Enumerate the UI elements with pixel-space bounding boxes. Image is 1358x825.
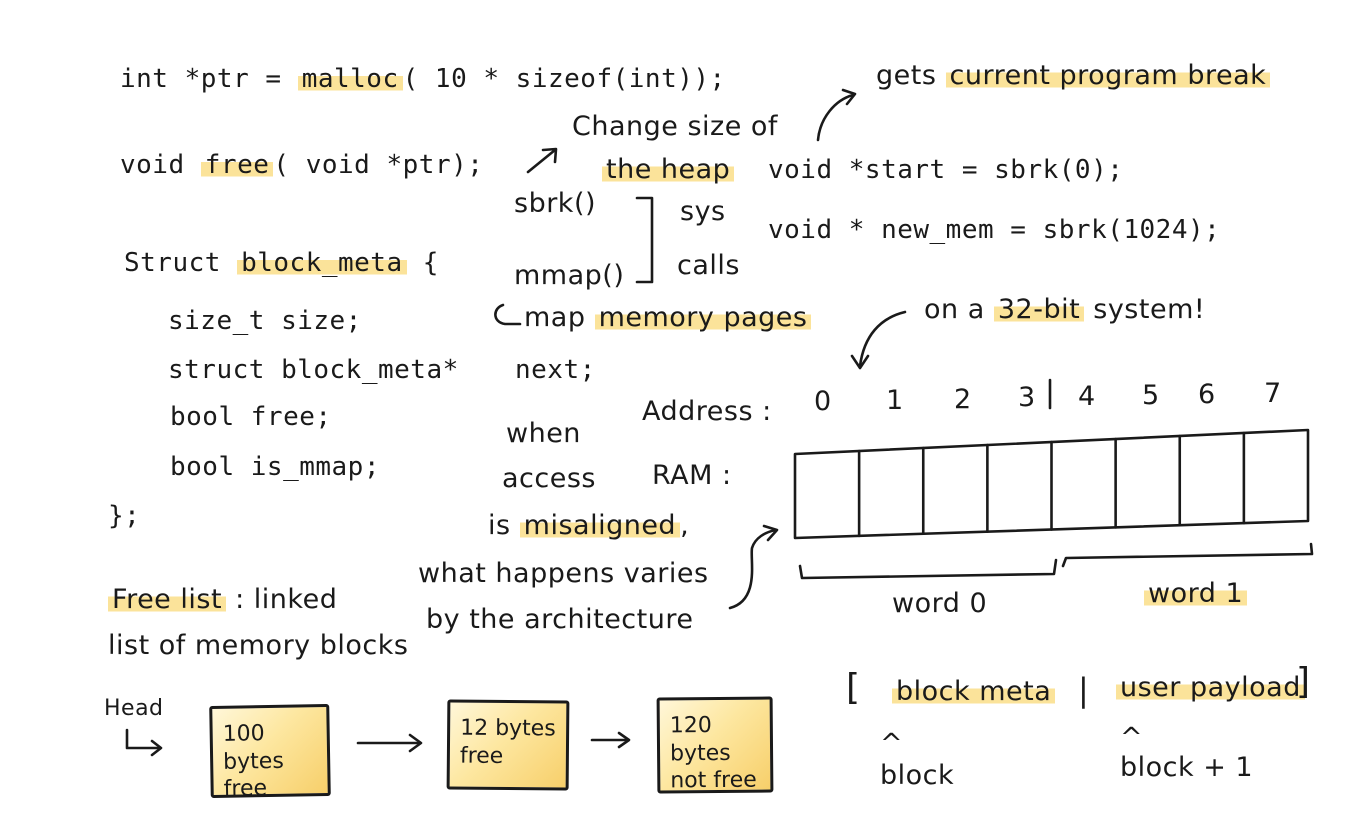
malloc-post: ( 10 * sizeof(int)); (402, 64, 726, 94)
malloc-fn: malloc (297, 64, 403, 94)
field-is-mmap: bool is_mmap; (170, 452, 380, 482)
free-block-2-status: free (459, 743, 504, 769)
free-list-head: Head (104, 696, 164, 721)
malloc-statement: int *ptr = malloc( 10 * sizeof(int)); (120, 64, 726, 94)
free-block-3-status: not free (670, 767, 757, 794)
note-32-bit: on a 32-bit system! (924, 294, 1206, 325)
arrow-to-address-row (858, 310, 907, 368)
address-label: Address : (642, 396, 772, 427)
note-program-break: gets current program break (876, 60, 1271, 91)
block-caret: ^ (880, 728, 904, 759)
sbrk-new-statement: void * new_mem = sbrk(1024); (768, 215, 1221, 245)
address-1: 1 (886, 384, 904, 416)
address-5: 5 (1142, 380, 1160, 411)
note-free-list: Free list : linked (108, 584, 337, 615)
ram-outline (793, 428, 1310, 540)
address-7: 7 (1264, 377, 1282, 409)
free-block-1: 100 bytes free (209, 703, 331, 802)
note-misaligned: is misaligned, (488, 510, 690, 541)
word-1-label: word 1 (1144, 578, 1248, 609)
layout-separator: | (1078, 671, 1090, 709)
sbrk-start-statement: void *start = sbrk(0); (768, 155, 1124, 185)
address-4: 4 (1078, 381, 1096, 413)
word-0-label: word 0 (892, 588, 988, 619)
note-list-of-blocks: list of memory blocks (108, 630, 409, 661)
struct-open: Struct block_meta { (124, 248, 439, 278)
struct-brace: { (406, 248, 439, 278)
head-arrow (125, 728, 162, 750)
address-3: 3 (1018, 382, 1036, 414)
note-mmap: mmap() (514, 260, 625, 291)
layout-user-payload: user payload (1116, 672, 1305, 703)
block-plus-one-label: block + 1 (1120, 752, 1254, 783)
arrow-to-change-size (526, 148, 557, 174)
ram-grid (793, 428, 1310, 540)
address-2: 2 (954, 383, 972, 415)
free-pre: void (120, 150, 201, 180)
layout-block-meta: block meta (892, 676, 1056, 707)
free-block-2-size: 12 bytes (460, 715, 556, 742)
mmap-hook-arrow (494, 303, 522, 326)
note-what-happens: what happens varies (418, 558, 709, 589)
free-block-2: 12 bytes free (446, 699, 570, 791)
free-post: ( void *ptr); (273, 150, 484, 180)
block-pointer-label: block (880, 760, 955, 791)
word-0-bracket (798, 558, 1058, 580)
malloc-pre: int *ptr = (120, 64, 298, 94)
free-statement: void free( void *ptr); (120, 150, 484, 180)
field-next-name: next; (515, 355, 596, 385)
note-access: access (502, 463, 596, 494)
address-6: 6 (1198, 378, 1216, 410)
note-sbrk: sbrk() (514, 188, 597, 219)
syscalls-bracket (635, 196, 654, 284)
word-1-bracket (1061, 542, 1314, 568)
struct-close: }; (108, 501, 141, 531)
address-0: 0 (814, 386, 832, 417)
struct-keyword: Struct (124, 248, 238, 278)
note-sys: sys (680, 196, 726, 227)
struct-name: block_meta (237, 248, 407, 278)
free-block-1-size: 100 bytes (222, 721, 284, 775)
ram-label: RAM : (652, 460, 732, 491)
payload-caret: ^ (1120, 722, 1144, 753)
note-when: when (506, 418, 581, 449)
field-next-type: struct block_meta* (168, 355, 459, 385)
note-calls: calls (677, 250, 740, 281)
free-block-1-status: free (223, 776, 268, 802)
arrow-to-ram (728, 528, 778, 610)
free-block-3: 120 bytes not free (656, 696, 774, 794)
note-change-size: Change size of (572, 111, 778, 142)
free-block-3-size: 120 bytes (669, 713, 731, 766)
field-free: bool free; (170, 402, 332, 432)
note-map-memory-pages: map memory pages (524, 302, 812, 333)
field-size: size_t size; (168, 306, 362, 336)
note-architecture: by the architecture (426, 604, 694, 635)
layout-open-bracket: [ (846, 667, 861, 708)
free-fn: free (200, 150, 274, 180)
layout-close-bracket: ] (1296, 661, 1311, 702)
note-the-heap: the heap (602, 154, 735, 185)
arrow-to-program-break (816, 93, 855, 142)
